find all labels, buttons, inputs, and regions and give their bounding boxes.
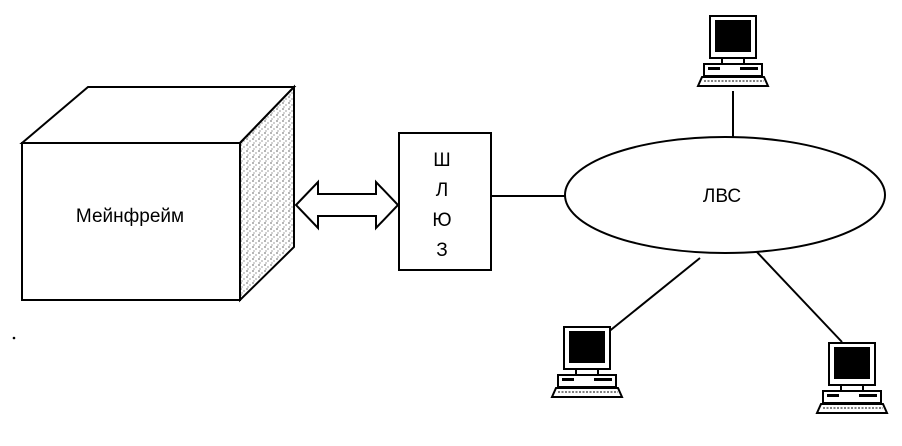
lan: ЛВС (564, 136, 886, 254)
lan-link-bottom-left (606, 257, 701, 334)
gateway-box (398, 132, 492, 271)
computer-icon (816, 342, 888, 414)
mainframe: Мейнфрейм (19, 84, 297, 303)
mainframe-front-face (21, 142, 241, 301)
lan-ellipse (564, 136, 886, 254)
gateway: Ш Л Ю З (398, 132, 492, 271)
gateway-letter-3: Ю (432, 210, 451, 231)
mainframe-label: Мейнфрейм (76, 206, 184, 227)
computer-icon (697, 15, 769, 87)
bidirectional-arrow-icon (294, 179, 400, 231)
lan-label: ЛВС (703, 186, 741, 207)
gateway-letter-2: Л (436, 180, 448, 201)
speck-mark (12, 336, 16, 340)
computer-icon (551, 326, 623, 398)
gateway-letter-1: Ш (433, 150, 450, 171)
gateway-letter-4: З (436, 240, 447, 261)
lan-link-bottom-right (754, 249, 843, 343)
